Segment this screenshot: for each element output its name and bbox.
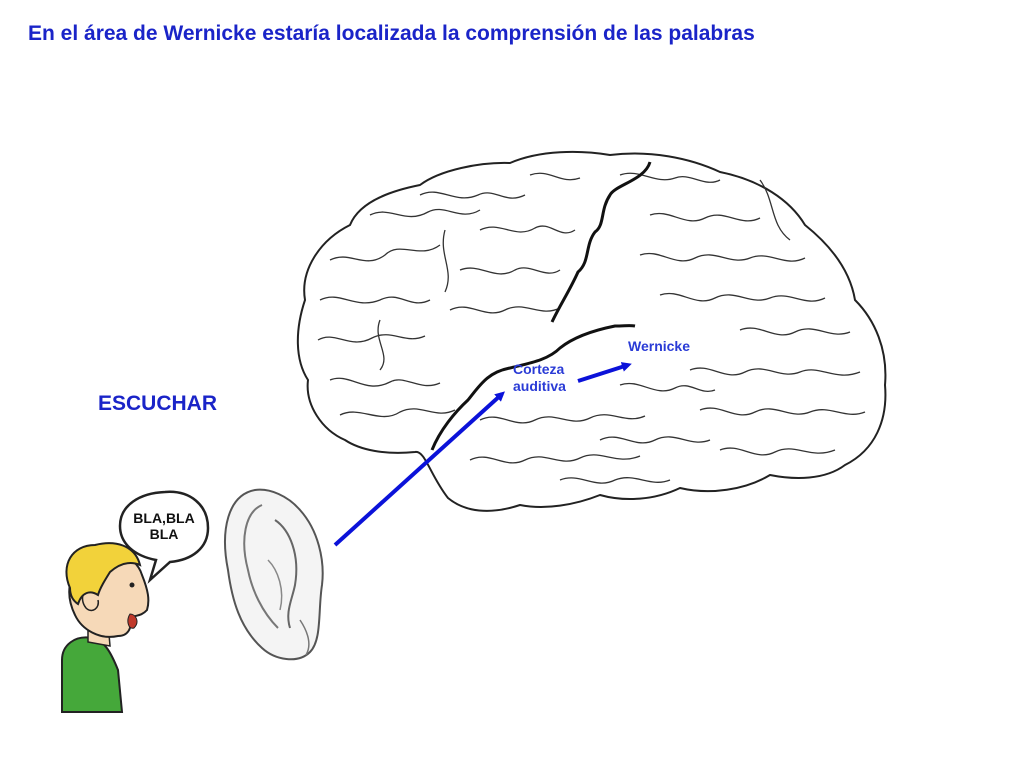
boy-illustration [61, 542, 150, 713]
ear-illustration [224, 488, 324, 661]
wernicke-label: Wernicke [628, 338, 690, 354]
auditory-cortex-label-line1: Corteza [513, 361, 565, 377]
boy-shirt [61, 636, 124, 713]
brain-gyri [317, 172, 866, 484]
speech-bubble [118, 490, 210, 584]
central-sulcus [550, 161, 652, 323]
brain-illustration [296, 150, 887, 512]
auditory-cortex-label-line2: auditiva [513, 378, 566, 394]
speech-bubble-line2: BLA [149, 526, 179, 542]
page-title: En el área de Wernicke estaría localizad… [28, 22, 755, 45]
lateral-fissure [430, 324, 636, 451]
action-label: ESCUCHAR [98, 392, 218, 415]
boy-hair [65, 542, 142, 606]
cortex-to-wernicke-arrow [577, 362, 632, 383]
speech-bubble-text: BLA,BLA BLA [127, 510, 201, 542]
ear-to-cortex-arrow [333, 391, 505, 547]
auditory-cortex-label: Corteza auditiva [513, 361, 593, 395]
speech-bubble-line1: BLA,BLA [133, 510, 195, 526]
